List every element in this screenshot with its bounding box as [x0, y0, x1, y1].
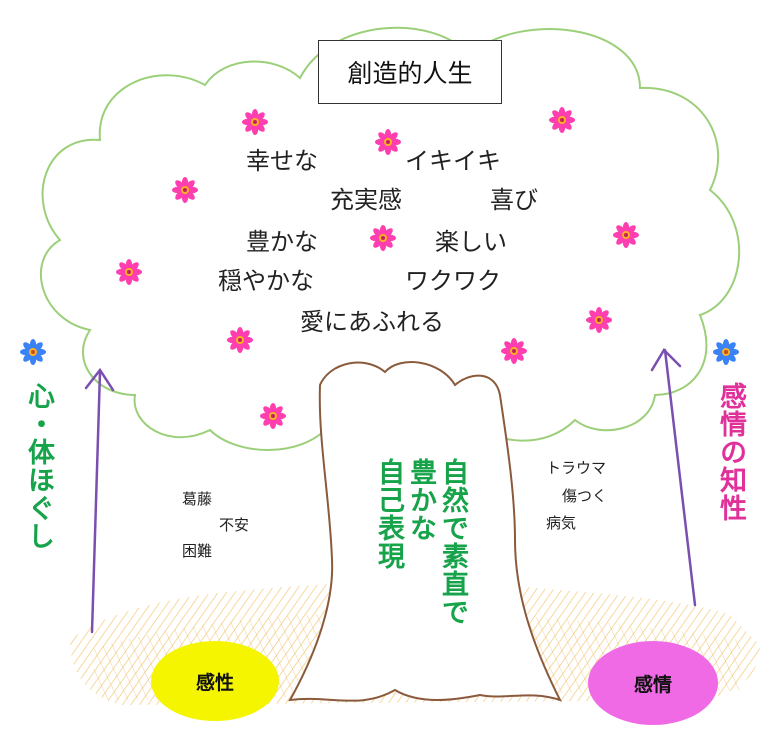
trunk-text-line: 豊かな [405, 458, 436, 542]
pink-cosmos-flower-icon [613, 222, 639, 248]
difficulty-left: 不安 [219, 516, 250, 534]
crown-word: 楽しい [435, 228, 507, 256]
page-title: 創造的人生 [318, 40, 502, 104]
pink-cosmos-flower-icon [260, 403, 286, 429]
right-up-arrow [650, 347, 697, 607]
crown-word: 幸せな [246, 147, 318, 175]
trunk-text-panel [365, 442, 497, 642]
crown-word: ワクワク [405, 267, 501, 295]
difficulty-right: 病気 [546, 514, 577, 532]
left-root-label: 感性 [195, 671, 234, 694]
right-root-label: 感情 [633, 673, 672, 696]
right-side-label: 感情の知性 [715, 382, 746, 522]
crown-word: 愛にあふれる [300, 308, 444, 336]
left-root-oval [151, 641, 279, 721]
crown-word: イキイキ [405, 147, 501, 175]
pink-cosmos-flower-icon [227, 327, 253, 353]
difficulty-left: 困難 [182, 542, 213, 560]
blue-cosmos-flower-icon [713, 339, 739, 365]
pink-cosmos-flower-icon [375, 129, 401, 155]
crown-word: 喜び [490, 186, 538, 214]
trunk-text-line: 自己表現 [373, 458, 404, 570]
crown-word: 豊かな [246, 228, 318, 256]
pink-cosmos-flower-icon [370, 225, 396, 251]
right-root-oval [588, 641, 718, 725]
pink-cosmos-flower-icon [586, 307, 612, 333]
blue-cosmos-flower-icon [20, 339, 46, 365]
difficulty-right: トラウマ [546, 459, 607, 477]
difficulty-right: 傷つく [562, 487, 608, 505]
crown-word: 穏やかな [218, 267, 314, 295]
left-side-label: 心・体ほぐし [23, 382, 54, 550]
difficulty-left: 葛藤 [182, 490, 213, 508]
pink-cosmos-flower-icon [501, 338, 527, 364]
trunk-text-line: 自然で素直で [437, 458, 468, 626]
pink-cosmos-flower-icon [549, 107, 575, 133]
pink-cosmos-flower-icon [242, 109, 268, 135]
crown-word: 充実感 [330, 186, 402, 214]
pink-cosmos-flower-icon [116, 259, 142, 285]
left-up-arrow [84, 367, 115, 634]
pink-cosmos-flower-icon [172, 177, 198, 203]
crown-text-panel [198, 118, 528, 346]
